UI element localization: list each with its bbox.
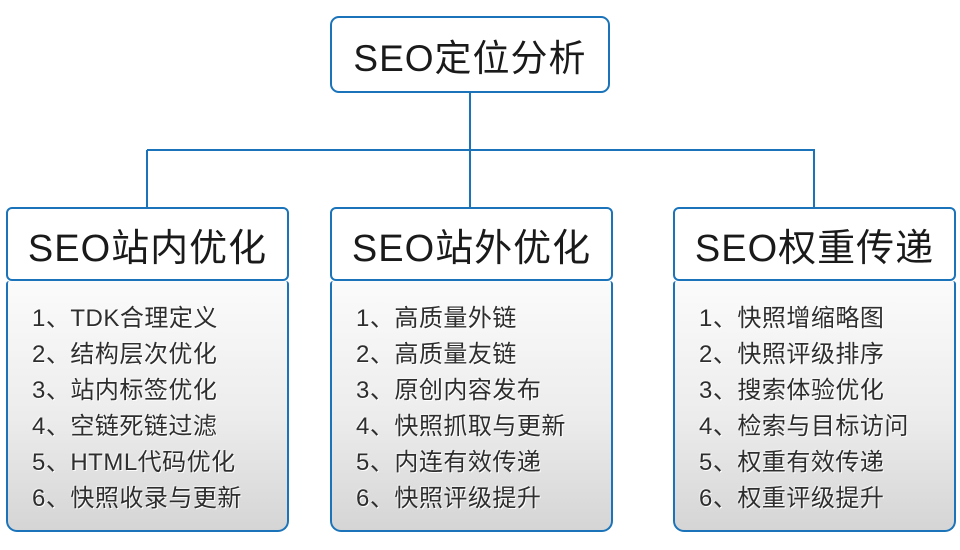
list-item: 5、HTML代码优化 <box>32 449 236 476</box>
connector-root-stem <box>469 93 471 150</box>
connector-drop-center <box>469 150 471 207</box>
branch-title: SEO站内优化 <box>27 227 268 270</box>
list-item: 6、快照评级提升 <box>356 485 542 512</box>
list-item: 3、站内标签优化 <box>32 377 218 404</box>
list-item: 4、快照抓取与更新 <box>356 413 566 440</box>
branch-title: SEO站外优化 <box>351 227 592 270</box>
branch-onsite-header: SEO站内优化 <box>6 207 289 281</box>
list-item: 4、检索与目标访问 <box>699 413 909 440</box>
branch-offsite-panel: 1、高质量外链 2、高质量友链 3、原创内容发布 4、快照抓取与更新 5、内连有… <box>330 281 613 532</box>
list-item: 1、TDK合理定义 <box>32 305 218 332</box>
list-item: 1、快照增缩略图 <box>699 305 885 332</box>
list-item: 1、高质量外链 <box>356 305 517 332</box>
connector-drop-left <box>146 150 148 207</box>
list-item: 2、高质量友链 <box>356 341 517 368</box>
branch-title: SEO权重传递 <box>694 227 935 270</box>
branch-weight-header: SEO权重传递 <box>673 207 956 281</box>
list-item: 3、搜索体验优化 <box>699 377 885 404</box>
list-item: 5、权重有效传递 <box>699 449 885 476</box>
list-item: 6、权重评级提升 <box>699 485 885 512</box>
list-item: 5、内连有效传递 <box>356 449 542 476</box>
connector-drop-right <box>813 150 815 207</box>
list-item: 3、原创内容发布 <box>356 377 542 404</box>
list-item: 6、快照收录与更新 <box>32 485 242 512</box>
list-item: 2、结构层次优化 <box>32 341 218 368</box>
root-node: SEO定位分析 <box>330 16 610 93</box>
list-item: 2、快照评级排序 <box>699 341 885 368</box>
root-node-label: SEO定位分析 <box>353 37 587 79</box>
list-item: 4、空链死链过滤 <box>32 413 218 440</box>
branch-weight-panel: 1、快照增缩略图 2、快照评级排序 3、搜索体验优化 4、检索与目标访问 5、权… <box>673 281 956 532</box>
connector-horizontal <box>147 149 815 151</box>
branch-offsite-header: SEO站外优化 <box>330 207 613 281</box>
branch-onsite-panel: 1、TDK合理定义 2、结构层次优化 3、站内标签优化 4、空链死链过滤 5、H… <box>6 281 289 532</box>
